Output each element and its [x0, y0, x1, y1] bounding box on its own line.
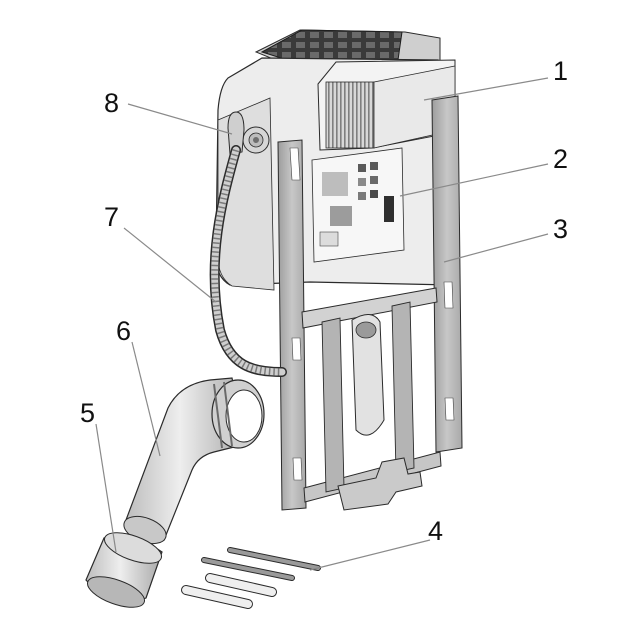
leader-line-8 [127, 103, 233, 135]
plastic-sleeve [181, 585, 253, 609]
fixing-rods-set [181, 547, 321, 609]
connector-sleeve [85, 532, 163, 608]
bowl-mount-rail-right [391, 301, 415, 473]
plastic-sleeve [205, 573, 277, 597]
frame-upper-crossbar [301, 287, 438, 329]
callout-1: 1 [553, 56, 568, 86]
callout-8: 8 [104, 88, 119, 118]
flexible-supply-hose [209, 145, 287, 377]
callout-4: 4 [428, 516, 443, 546]
callout-3: 3 [553, 214, 568, 244]
frame-right-upright [431, 95, 463, 453]
callout-6: 6 [116, 316, 131, 346]
leader-line-6 [131, 341, 161, 457]
leader-line-1 [423, 77, 549, 101]
leader-line-3 [443, 233, 549, 263]
leader-line-7 [123, 227, 217, 303]
leader-line-2 [399, 163, 549, 197]
leader-line-5 [95, 423, 117, 553]
water-inlet-valve [227, 111, 270, 155]
flush-pipe-outlet [351, 314, 385, 436]
callout-5: 5 [80, 398, 95, 428]
waste-bend-pipe [123, 377, 265, 545]
cooling-fins [325, 81, 375, 149]
threaded-rod [201, 557, 295, 581]
support-frame [277, 95, 463, 511]
leader-line-4 [309, 539, 431, 571]
callout-2: 2 [553, 144, 568, 174]
callout-labels: 1 2 3 4 5 6 7 8 [80, 56, 568, 546]
bowl-mount-rail-left [321, 317, 345, 493]
callout-7: 7 [104, 202, 119, 232]
flush-actuator-box [317, 59, 456, 151]
floor-bracket [337, 457, 423, 511]
frame-left-upright [277, 139, 307, 511]
threaded-rod [227, 547, 321, 571]
leader-lines [95, 77, 549, 571]
cistern [215, 29, 456, 291]
instruction-label [311, 147, 405, 263]
